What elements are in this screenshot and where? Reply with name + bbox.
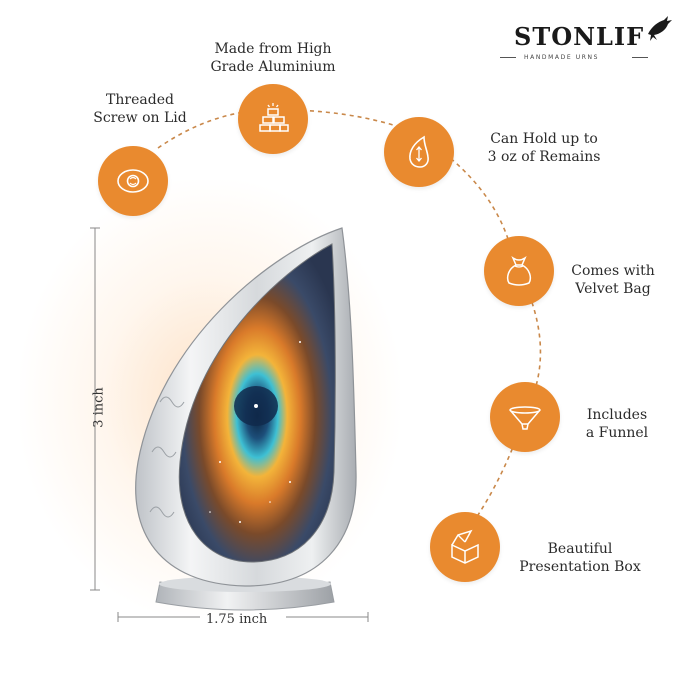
- feature-badge-bag: [484, 236, 554, 306]
- width-dimension-label: 1.75 inch: [206, 612, 268, 627]
- teardrop-urn-image: [135, 227, 357, 611]
- feature-badge-capacity: [384, 117, 454, 187]
- feature-label-lid: Threaded Screw on Lid: [93, 92, 187, 126]
- tagline-rule-right: [632, 57, 648, 58]
- height-dimension-line: [90, 227, 100, 591]
- tagline-rule-left: [500, 57, 516, 58]
- width-dimension-line: [117, 612, 369, 622]
- feature-label-funnel: Includes a Funnel: [585, 407, 649, 441]
- urn-capacity-icon: [409, 135, 429, 168]
- velvet-bag-icon: [506, 255, 532, 286]
- brand-tagline: HANDMADE URNS: [524, 54, 599, 61]
- aluminium-bars-icon: [259, 103, 289, 132]
- feature-badge-material: [238, 84, 308, 154]
- raven-icon: [648, 16, 672, 41]
- feature-badge-funnel: [490, 382, 560, 452]
- screw-lid-icon: [117, 169, 149, 193]
- brand-name: STONLIF: [514, 22, 645, 51]
- feature-label-box: Beautiful Presentation Box: [519, 541, 641, 575]
- feature-label-material: Made from High Grade Aluminium: [210, 41, 336, 75]
- feature-label-capacity: Can Hold up to 3 oz of Remains: [487, 131, 601, 165]
- presentation-box-icon: [451, 529, 479, 564]
- feature-badge-box: [430, 512, 500, 582]
- height-dimension-label: 3 inch: [91, 387, 107, 428]
- funnel-icon: [509, 406, 541, 430]
- brand-logo: STONLIF HANDMADE URNS: [500, 16, 672, 68]
- feature-label-bag: Comes with Velvet Bag: [571, 263, 655, 297]
- feature-badge-lid: [98, 146, 168, 216]
